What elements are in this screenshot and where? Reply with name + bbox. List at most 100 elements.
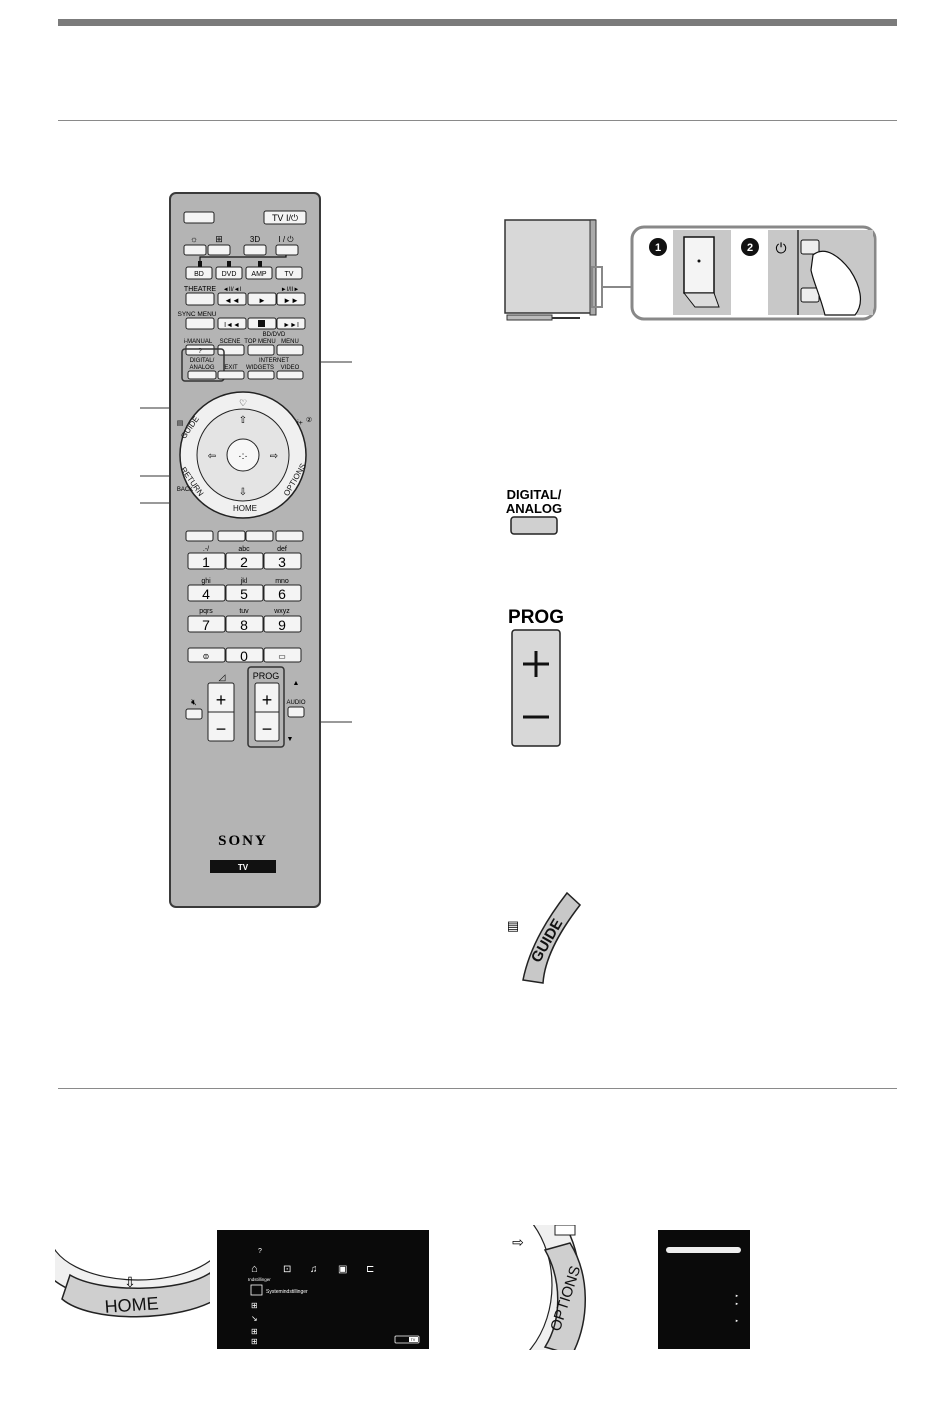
svg-text:◄II/◄I: ◄II/◄I — [223, 287, 242, 293]
teletext-button[interactable] — [187, 647, 226, 663]
camera-icon: ⊡ — [283, 1264, 291, 1275]
svg-text:tuv: tuv — [239, 608, 249, 615]
digital-analog-illustration: DIGITAL/ ANALOG — [506, 487, 562, 535]
next-icon: ►►I — [283, 322, 299, 329]
category-label: Indstillinger — [248, 1277, 271, 1282]
enter-button[interactable] — [226, 438, 260, 472]
yellow-button[interactable] — [245, 530, 274, 542]
music-icon: ♫ — [310, 1264, 318, 1275]
svg-text:abc: abc — [238, 546, 250, 553]
right-arrow-icon[interactable]: ⇨ — [270, 451, 278, 462]
remote-control: TV I/⏻ ☼ ⊞ 3D I / ⏻ BD DVD AMP TV THEATR… — [169, 192, 321, 908]
prev-icon: I◄◄ — [224, 322, 240, 329]
svg-text:2: 2 — [240, 554, 248, 570]
light-icon: ☼ — [190, 234, 198, 244]
digit-0-button[interactable] — [225, 647, 264, 663]
tv-power-button[interactable]: TV I/⏻ — [263, 210, 307, 225]
system-power-button[interactable] — [275, 244, 299, 256]
widgets-button[interactable] — [247, 370, 275, 380]
green-button[interactable] — [217, 530, 246, 542]
prev-button[interactable] — [217, 317, 247, 330]
home-closeup: ⇩ HOME — [55, 1225, 210, 1318]
subtitle-icon: ▭ — [278, 652, 286, 661]
home-button[interactable]: HOME — [233, 504, 257, 513]
svg-text:PROG: PROG — [508, 607, 564, 628]
source-tv-button[interactable]: TV — [275, 266, 303, 280]
svg-text:4: 4 — [202, 586, 210, 602]
svg-text:DIGITAL/: DIGITAL/ — [190, 358, 215, 364]
i-manual-button[interactable] — [185, 344, 215, 356]
svg-text:VIDEO: VIDEO — [281, 365, 300, 371]
digit-7-button[interactable] — [187, 615, 226, 633]
favorite-icon[interactable]: ♡ — [239, 398, 247, 408]
down-arrow-icon[interactable]: ⇩ — [239, 487, 247, 498]
options-closeup: ⇨ OPTIONS — [500, 1225, 586, 1350]
digit-8-button[interactable] — [225, 615, 264, 633]
digit-4-button[interactable] — [187, 584, 226, 602]
digit-5-button[interactable] — [225, 584, 264, 602]
prog-label: PROG — [253, 671, 280, 681]
step-2-badge: 2 — [747, 242, 753, 254]
info-icon[interactable]: i+ — [297, 420, 303, 427]
svg-text:SCENE: SCENE — [220, 339, 241, 345]
digit-6-button[interactable] — [263, 584, 302, 602]
digit-9-button[interactable] — [263, 615, 302, 633]
source-bd-button[interactable]: BD — [185, 266, 213, 280]
help-icon: ? — [258, 1248, 262, 1255]
power-switch-callout: 1 2 ⏻ — [630, 225, 877, 321]
top-menu-button[interactable] — [247, 344, 275, 356]
navigation-ring: ·:· ⇧ ⇩ ⇦ ⇨ ♡ GUIDE RETURN OPTIONS HOME … — [179, 391, 308, 519]
blue-button[interactable] — [275, 530, 304, 542]
menu-button[interactable] — [276, 344, 304, 356]
submenu-arrow-3: ► — [735, 1318, 739, 1323]
svg-text:TOP MENU: TOP MENU — [244, 339, 275, 345]
source-amp-button[interactable]: AMP — [245, 266, 273, 280]
digital-analog-button[interactable] — [187, 370, 217, 380]
svg-text:DIGITAL/: DIGITAL/ — [507, 487, 562, 502]
source-dvd-button[interactable]: DVD — [215, 266, 243, 280]
3d-button[interactable] — [243, 244, 267, 256]
sync-menu-button[interactable] — [185, 317, 215, 330]
volume-down-label: − — [216, 719, 227, 739]
left-arrow-icon[interactable]: ⇦ — [208, 451, 216, 462]
page-up-icon[interactable]: ▲ — [293, 680, 300, 687]
picture-button[interactable] — [207, 244, 231, 256]
right-arrow-icon: ⇨ — [512, 1234, 524, 1250]
red-button[interactable] — [185, 530, 214, 542]
forward-button[interactable] — [276, 292, 306, 306]
up-arrow-icon[interactable]: ⇧ — [239, 415, 247, 426]
exit-button[interactable] — [217, 370, 245, 380]
digital-analog-key — [510, 516, 558, 535]
list-icon-1: ⊞ — [251, 1301, 258, 1310]
play-icon: ► — [258, 296, 266, 305]
light-button[interactable] — [183, 244, 207, 256]
digit-3-button[interactable] — [263, 552, 302, 570]
video-button[interactable] — [276, 370, 304, 380]
step-1-badge: 1 — [655, 242, 661, 254]
scene-button[interactable] — [217, 344, 245, 356]
mute-button[interactable] — [185, 708, 203, 720]
guide-grid-icon: ▤ — [507, 918, 519, 933]
digit-2-button[interactable] — [225, 552, 264, 570]
bottom-illustrations: ⇩ HOME ? ⌂ ⊡ ♫ ▣ ⊏ Indstillinger Systemi… — [55, 1225, 750, 1350]
play-button[interactable] — [247, 292, 277, 306]
input-button[interactable] — [183, 211, 215, 224]
svg-text:0: 0 — [240, 648, 248, 664]
rewind-button[interactable] — [217, 292, 247, 306]
list-icon-2: ↘ — [251, 1314, 258, 1323]
tv-power-label: TV I/⏻ — [272, 213, 298, 223]
theatre-button[interactable] — [185, 292, 215, 306]
svg-text:EXIT: EXIT — [224, 365, 238, 371]
internet-label: INTERNET — [259, 358, 289, 364]
svg-text:DVD: DVD — [222, 271, 237, 278]
digit-1-button[interactable] — [187, 552, 226, 570]
svg-text:mno: mno — [275, 578, 289, 585]
next-button[interactable] — [276, 317, 306, 330]
svg-text:AMP: AMP — [251, 271, 267, 278]
menu-item-label: Systemindstillinger — [266, 1289, 308, 1295]
audio-button[interactable] — [287, 706, 305, 718]
subtitle-button[interactable] — [263, 647, 302, 663]
page-down-icon[interactable]: ▼ — [287, 736, 294, 743]
svg-text:TV: TV — [238, 863, 249, 872]
home-menu-screen: ? ⌂ ⊡ ♫ ▣ ⊏ Indstillinger Systemindstill… — [217, 1230, 429, 1349]
